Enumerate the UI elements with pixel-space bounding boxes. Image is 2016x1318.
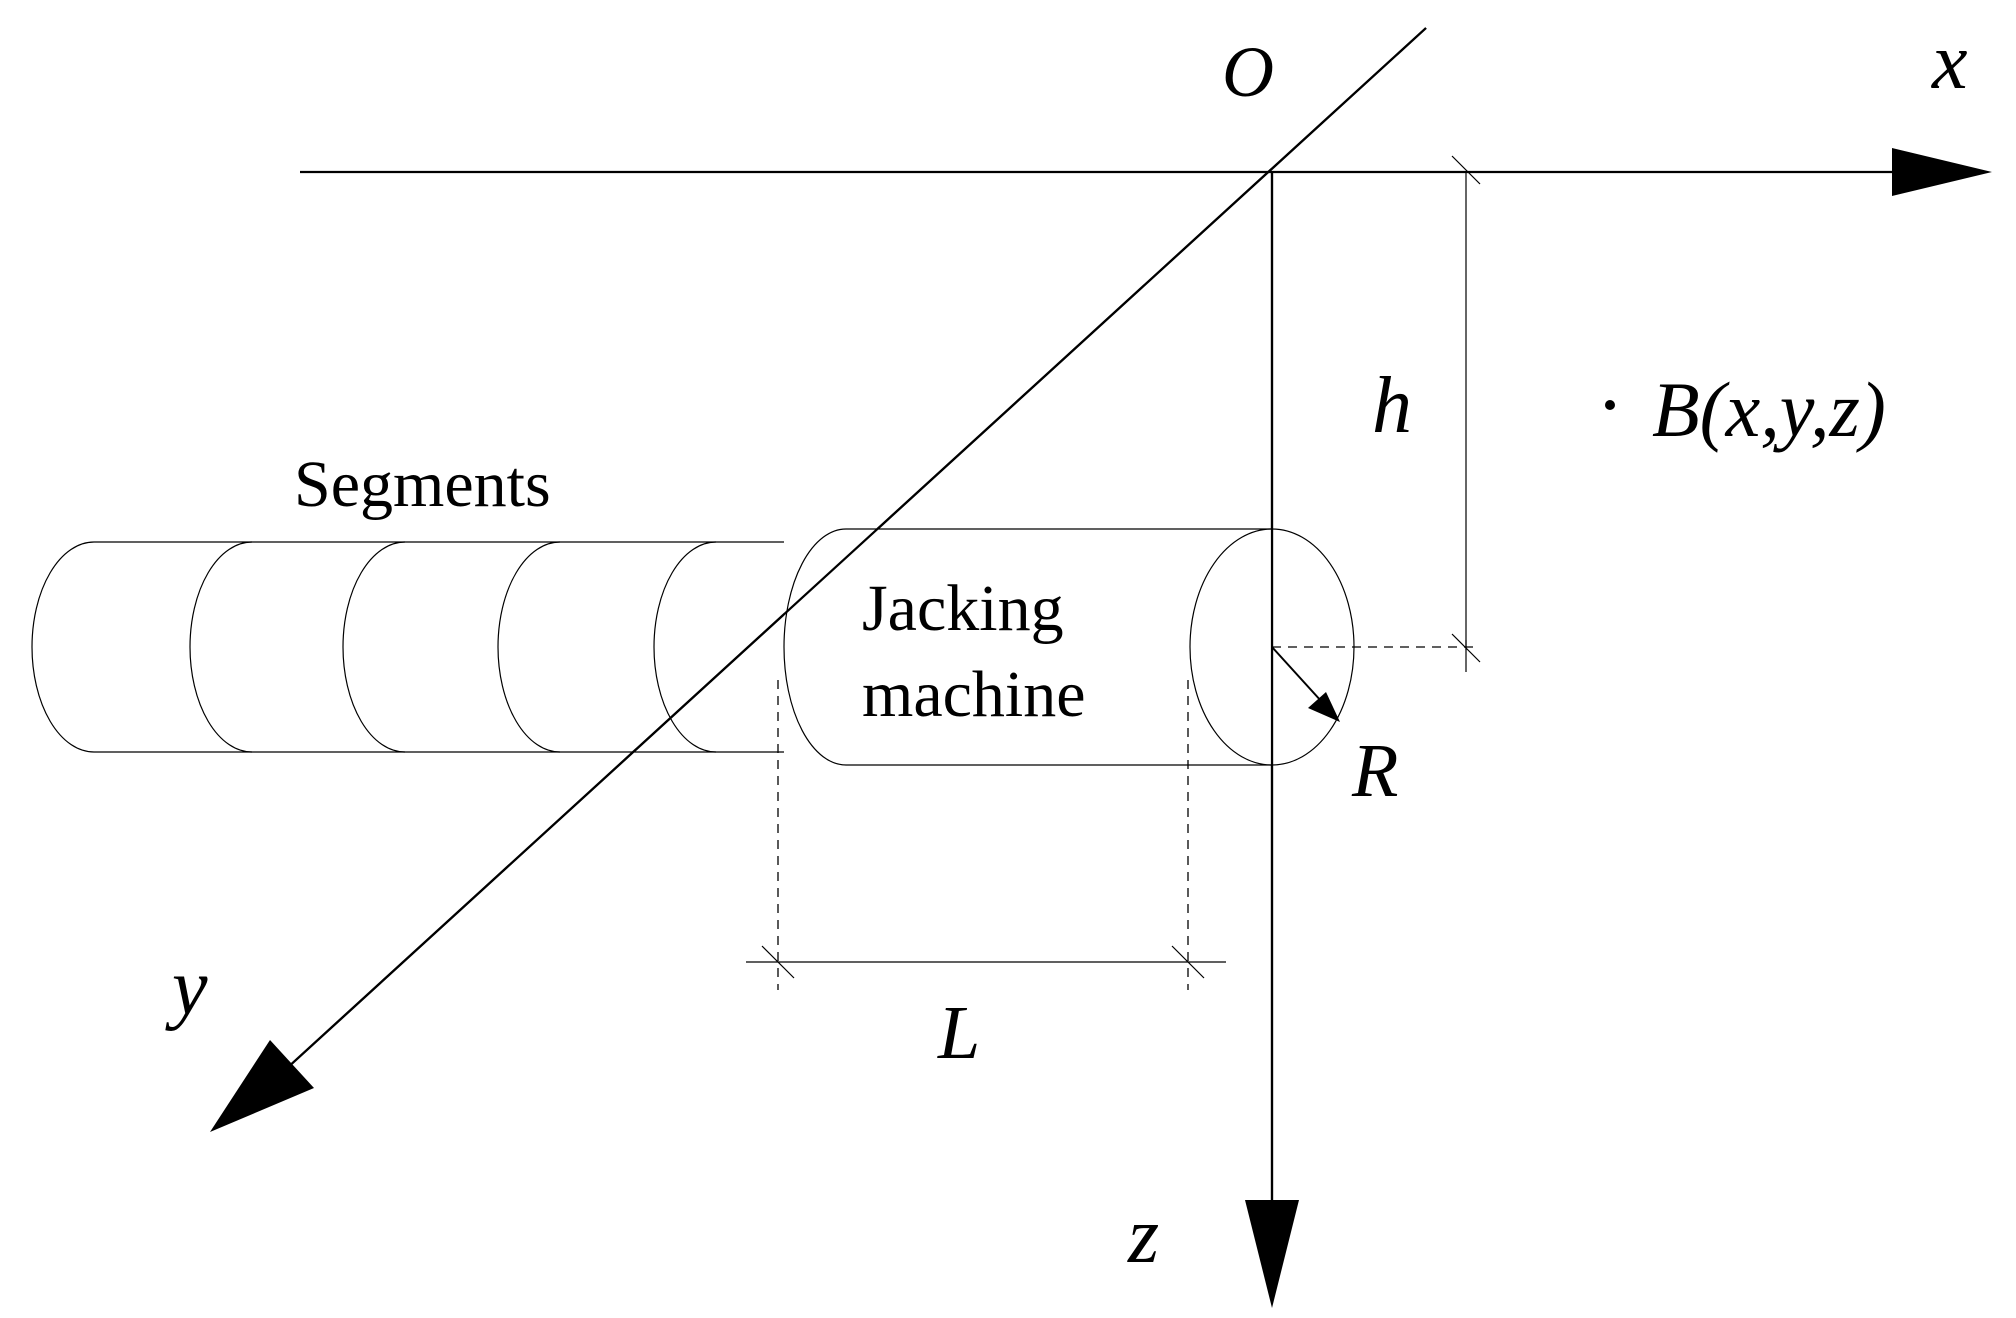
radius-label: R — [1351, 729, 1398, 813]
segments-label: Segments — [294, 448, 551, 521]
origin-label: O — [1222, 32, 1274, 112]
y-axis-label: y — [165, 944, 208, 1032]
segment-ring-2 — [342, 541, 406, 753]
y-axis-arrowhead — [210, 1040, 314, 1132]
x-axis — [300, 148, 1992, 196]
point-b-label: B(x,y,z) — [1652, 366, 1886, 453]
segment-ring-4 — [653, 541, 717, 753]
length-label: L — [937, 991, 980, 1075]
segments — [31, 541, 840, 753]
x-axis-arrowhead — [1892, 148, 1992, 196]
jacking-machine-label-line2: machine — [862, 658, 1086, 731]
segment-end-cap — [31, 541, 95, 753]
z-axis-arrowhead — [1245, 1200, 1299, 1308]
segment-ring-3 — [497, 541, 561, 753]
jacking-machine — [783, 528, 1355, 766]
depth-dimension — [1272, 155, 1481, 672]
segment-ring-1 — [189, 541, 253, 753]
jacking-machine-back-edge — [783, 528, 847, 766]
depth-label: h — [1372, 362, 1412, 450]
jacking-machine-label-line1: Jacking — [862, 572, 1064, 645]
z-axis-label: z — [1127, 1192, 1159, 1280]
point-b-marker — [1605, 400, 1615, 410]
length-dimension — [746, 680, 1226, 990]
radius-arrow — [1271, 646, 1340, 722]
x-axis-label: x — [1931, 18, 1968, 106]
